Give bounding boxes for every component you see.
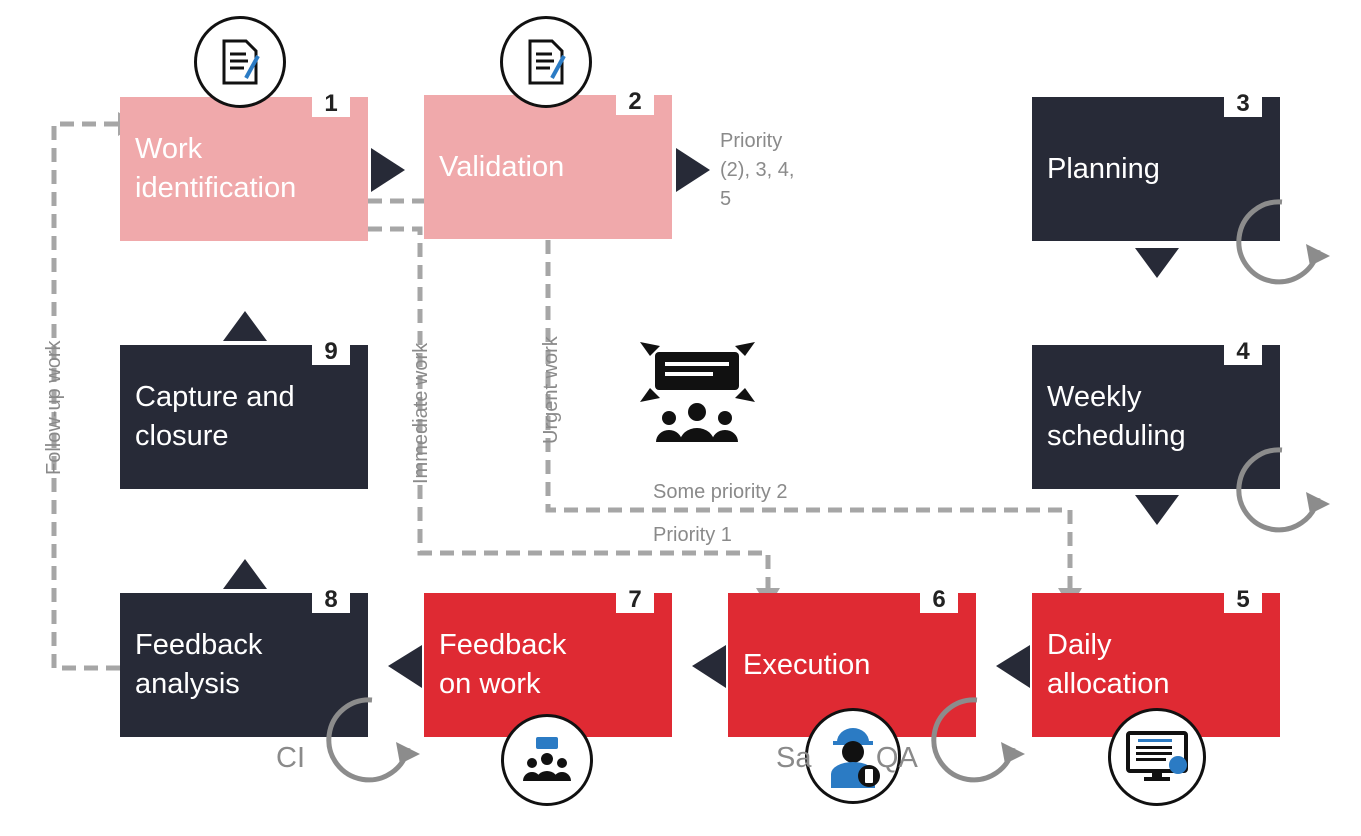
- arrow-down: [1135, 495, 1179, 525]
- step-label: Execution: [743, 648, 871, 681]
- document-edit-icon: [194, 16, 286, 108]
- cycle-icon: [1236, 447, 1321, 533]
- follow-up-line: [51, 121, 120, 671]
- step-label: Work identification: [135, 133, 297, 204]
- step-number: 6: [920, 583, 958, 613]
- priority-label: Priority (2), 3, 4, 5: [720, 130, 795, 210]
- arrow-right: [371, 148, 405, 192]
- arrow-up: [223, 559, 267, 589]
- meeting-icon: [640, 342, 755, 442]
- arrow-right: [676, 148, 710, 192]
- schedule-monitor-icon: [1108, 708, 1206, 806]
- arrow-down: [1135, 248, 1179, 278]
- step-label: Weekly scheduling: [1047, 381, 1186, 452]
- arrow-left: [996, 645, 1030, 688]
- immediate-work-line: [368, 226, 771, 590]
- some-priority-2-label: Some priority 2: [653, 481, 788, 503]
- arrow-up: [223, 311, 267, 341]
- step-number: 1: [312, 87, 350, 117]
- priority-1-label: Priority 1: [653, 524, 732, 546]
- step-number: 7: [616, 583, 654, 613]
- arrow-left: [692, 645, 726, 688]
- team-chat-icon: [501, 714, 593, 806]
- worker-mobile-icon: [805, 708, 901, 804]
- urgent-work-line: [545, 240, 1073, 590]
- cycle-icon: [1236, 199, 1321, 285]
- safety-qa-label: Sa QA: [776, 742, 918, 774]
- step-number: 5: [1224, 583, 1262, 613]
- step-number: 2: [616, 85, 654, 115]
- step-label: Feedback on work: [439, 629, 567, 700]
- cycle-icon: [326, 697, 411, 783]
- document-edit-icon: [500, 16, 592, 108]
- step-label: Feedback analysis: [135, 629, 263, 700]
- arrow-left: [388, 645, 422, 688]
- cycle-icon: [931, 697, 1016, 783]
- ci-label: CI: [276, 742, 305, 774]
- step-number: 9: [312, 335, 350, 365]
- step-number: 4: [1224, 335, 1262, 365]
- step-number: 3: [1224, 87, 1262, 117]
- step-label: Capture and closure: [135, 381, 295, 452]
- step-label: Validation: [439, 150, 565, 183]
- step-label: Planning: [1047, 152, 1160, 185]
- step-number: 8: [312, 583, 350, 613]
- step-label: Daily allocation: [1047, 629, 1170, 700]
